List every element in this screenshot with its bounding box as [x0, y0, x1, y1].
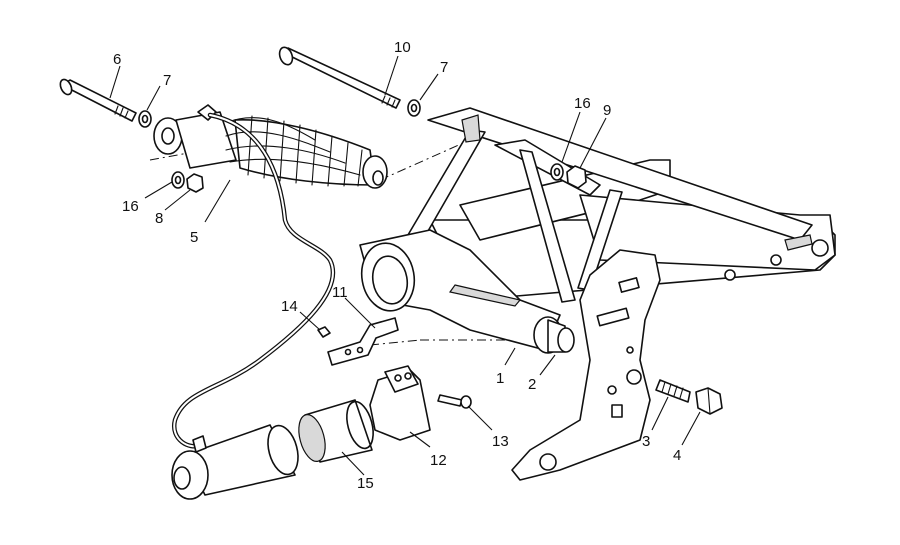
callout-5: 5	[190, 229, 198, 246]
callout-2: 2	[528, 376, 536, 393]
callout-8: 8	[155, 210, 163, 227]
callouts: 6 7 10 7 16 9 16 8 5 14 11 1 2 3 4 13 12…	[113, 39, 681, 492]
long-bolt	[278, 46, 401, 109]
small-bolt	[317, 326, 331, 338]
mount-bracket	[327, 317, 399, 366]
callout-7-left: 7	[163, 72, 171, 89]
stud	[655, 379, 691, 403]
callout-16-right: 16	[574, 95, 591, 112]
callout-13: 13	[492, 433, 509, 450]
callout-7-right: 7	[440, 59, 448, 76]
washer-nut-right	[550, 163, 587, 189]
callout-10: 10	[394, 39, 411, 56]
callout-14: 14	[281, 298, 298, 315]
leader-lines	[109, 55, 701, 476]
clamp	[369, 365, 431, 441]
clamp-screw	[437, 394, 472, 409]
callout-12: 12	[430, 452, 447, 469]
shock-absorber	[153, 104, 388, 189]
nut	[695, 387, 723, 415]
callout-4: 4	[673, 447, 681, 464]
callout-15: 15	[357, 475, 374, 492]
callout-9: 9	[603, 102, 611, 119]
bolt	[59, 78, 137, 122]
callout-1: 1	[496, 370, 504, 387]
washer-nut-left	[171, 171, 204, 193]
callout-3: 3	[642, 433, 650, 450]
callout-11: 11	[332, 284, 348, 301]
reservoir-canister	[171, 424, 299, 500]
pivot-bushing	[533, 316, 575, 354]
callout-6: 6	[113, 51, 121, 68]
bracket-plate	[511, 249, 661, 481]
callout-16-left: 16	[122, 198, 139, 215]
washers	[138, 99, 421, 128]
reservoir-hose	[171, 112, 336, 449]
rubber-sleeve	[298, 399, 374, 463]
